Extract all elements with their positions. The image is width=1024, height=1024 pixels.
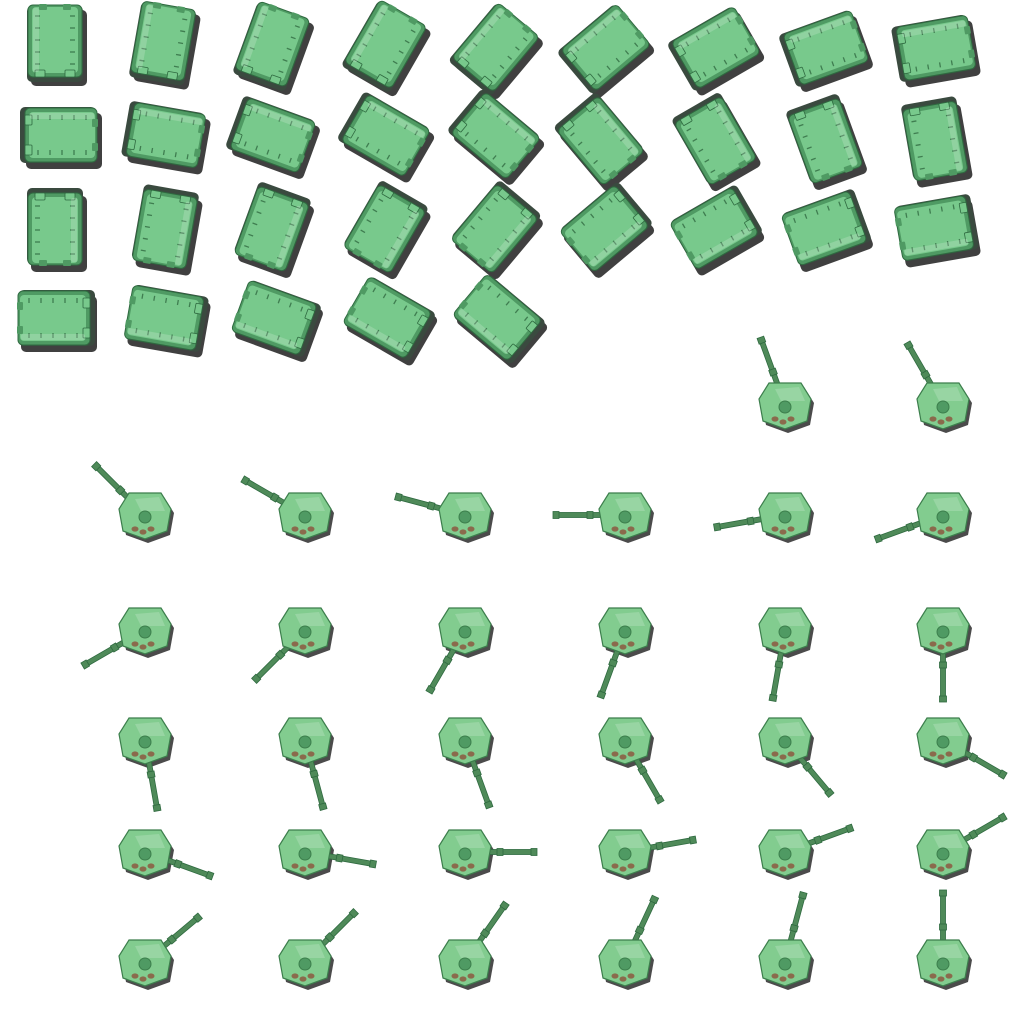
tank-turret-icon <box>598 894 660 990</box>
tank-hull-icon <box>779 10 873 92</box>
tank-turret-icon <box>598 829 697 880</box>
tank-turret-icon <box>758 717 835 798</box>
tank-turret-icon <box>278 717 334 811</box>
tank-hull-icon <box>338 92 435 183</box>
tank-hull-icon <box>452 181 543 280</box>
tank-turret-icon <box>438 829 538 880</box>
tank-turret-icon <box>278 829 377 880</box>
tank-hull-icon <box>891 14 981 88</box>
tank-turret-icon <box>438 717 494 810</box>
tank-hull-icon <box>344 181 431 280</box>
tank-turret-icon <box>394 492 494 543</box>
tank-turret-icon <box>598 717 665 805</box>
tank-hull-icon <box>786 94 867 190</box>
tank-turret-icon <box>91 461 174 543</box>
tank-turret-icon <box>278 908 359 990</box>
tank-hull-icon <box>894 194 981 268</box>
tank-turret-icon <box>240 475 334 543</box>
tank-turret-icon <box>758 823 855 880</box>
tank-turret-icon <box>438 900 510 990</box>
tank-turret-icon <box>756 335 814 433</box>
tank-hull-icon <box>226 96 320 179</box>
tank-turret-icon <box>916 889 972 990</box>
tank-turret-icon <box>916 607 972 703</box>
tank-hull-icon <box>233 1 314 95</box>
tank-turret-icon <box>916 812 1008 880</box>
tank-hull-icon <box>449 3 543 100</box>
tank-hull-icon <box>20 107 102 169</box>
tank-hull-icon <box>668 7 765 96</box>
tank-turret-icon <box>118 912 203 990</box>
tank-turret-icon <box>118 717 174 812</box>
tank-hull-icon <box>234 182 314 278</box>
tank-turret-icon <box>118 829 215 881</box>
tank-hull-icon <box>129 1 201 90</box>
tank-turret-icon <box>596 607 654 700</box>
tank-turret-icon <box>758 891 814 990</box>
tank-hull-icon <box>560 182 655 278</box>
tank-hull-icon <box>231 280 323 362</box>
tank-hull-icon <box>342 0 431 97</box>
tank-hull-icon <box>124 284 211 358</box>
tank-hull-icon <box>27 188 87 272</box>
tank-hull-icon <box>558 5 655 98</box>
tank-hull-icon <box>448 89 545 185</box>
tank-hull-icon <box>901 96 973 188</box>
tank-hull-icon <box>670 185 765 276</box>
tank-turret-icon <box>251 607 334 684</box>
tank-turret-icon <box>758 607 814 702</box>
tank-turret-icon <box>425 607 494 695</box>
tank-hull-icon <box>343 277 438 366</box>
tank-hull-icon <box>672 93 761 192</box>
tank-hull-icon <box>27 4 87 86</box>
tank-hull-icon <box>131 184 203 276</box>
tank-turret-icon <box>552 492 654 543</box>
tank-turret-icon <box>713 492 814 543</box>
tank-hull-icon <box>17 290 97 352</box>
tank-turret-icon <box>80 607 174 670</box>
tank-hull-icon <box>453 275 548 368</box>
tank-hull-icon <box>781 189 873 272</box>
tank-turret-icon <box>903 340 972 433</box>
tank-hull-icon <box>554 93 648 192</box>
tank-turret-icon <box>873 492 972 544</box>
tank-turret-icon <box>916 717 1008 780</box>
tank-hull-icon <box>121 101 211 175</box>
